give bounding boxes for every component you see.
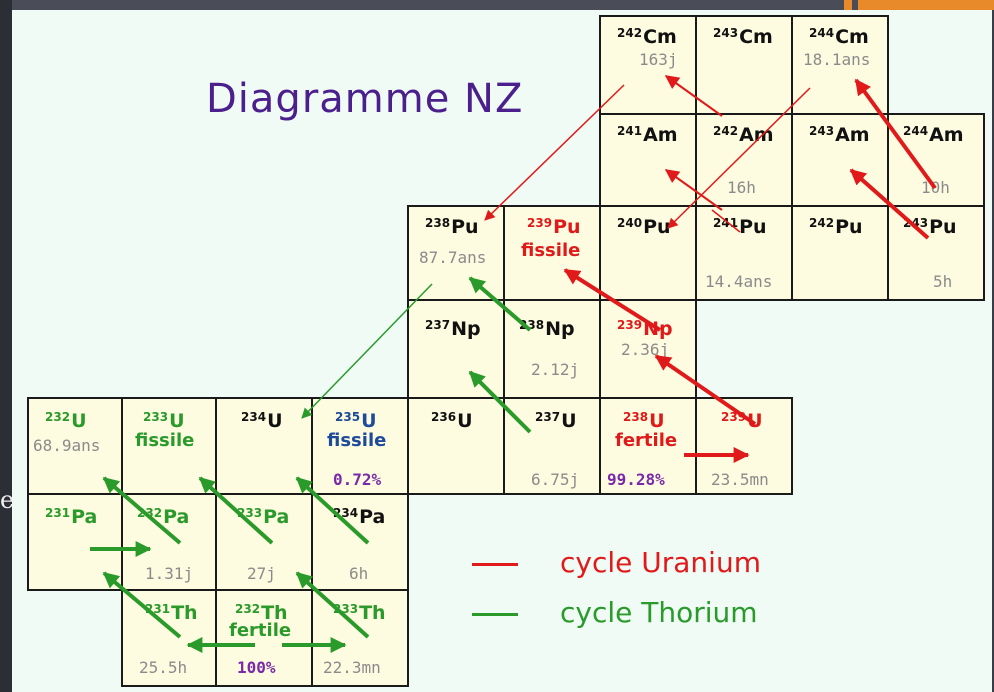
- nuclide-name: 231Pa: [45, 506, 98, 528]
- half-life: 16h: [727, 178, 756, 197]
- arrow-np239-pu239: [563, 268, 662, 332]
- abundance: 100%: [237, 658, 276, 677]
- cell-u238: 238U fertile 99.28%: [599, 397, 697, 495]
- legend-line-thorium: [472, 613, 518, 616]
- nuclide-name: 243Cm: [713, 26, 773, 48]
- half-life: 14.4ans: [705, 272, 773, 291]
- arrow-u239-np239: [654, 354, 757, 426]
- nuclide-name: 237Np: [425, 318, 481, 340]
- half-life: 163j: [639, 50, 678, 69]
- accent-tab-wide: [858, 0, 994, 10]
- nuclide-name: 244Am: [903, 124, 964, 146]
- nuclide-name: 231Th: [145, 602, 198, 624]
- legend-label-uranium: cycle Uranium: [560, 546, 761, 579]
- diagram-title: Diagramme NZ: [206, 76, 524, 122]
- accent-tab: [844, 0, 852, 10]
- arrow-pa233-u233: [198, 476, 274, 545]
- left-edge-bar: [0, 0, 12, 692]
- nuclide-name: 240Pu: [617, 216, 671, 238]
- abundance: 99.28%: [607, 470, 665, 489]
- nuclide-name: 244Cm: [809, 26, 869, 48]
- cell-u239: 239U 23.5mn: [695, 397, 793, 495]
- arrow-am242-cm242: [664, 75, 723, 117]
- nuclide-name: 235U: [335, 410, 377, 432]
- half-life: 6h: [349, 564, 369, 583]
- abundance: 0.72%: [333, 470, 382, 489]
- arrow-pu238-u234: [301, 283, 433, 419]
- nuclide-name: 242Am: [713, 124, 774, 146]
- half-life: 6.75j: [531, 470, 580, 489]
- half-life: 27j: [247, 564, 276, 583]
- cell-th233: 233Th 22.3mn: [311, 589, 409, 687]
- arrow-th233-pa233: [295, 571, 370, 639]
- legend-label-thorium: cycle Thorium: [560, 596, 758, 629]
- arrow-am242-cross: [711, 209, 741, 233]
- legend-line-uranium: [472, 563, 518, 566]
- nuclide-name: 234U: [241, 410, 283, 432]
- cell-pu240: 240Pu: [599, 205, 697, 301]
- cell-cm244: 244Cm 18.1ans: [791, 15, 889, 115]
- arrow-pa232-u232: [102, 476, 182, 545]
- property-label: fertile: [229, 620, 292, 641]
- cell-pa234: 234Pa 6h: [311, 493, 409, 591]
- arrow-np238-pu238: [468, 276, 532, 332]
- cell-pu243: 243Pu 5h: [887, 205, 985, 301]
- arrow-cm242-pu238: [484, 84, 625, 221]
- nuclide-name: 242Pu: [809, 216, 863, 238]
- arrow-pu243-am243: [849, 168, 930, 240]
- cell-am244: 244Am 10h: [887, 113, 985, 207]
- half-life: 2.12j: [531, 360, 580, 379]
- half-life: 25.5h: [139, 658, 188, 677]
- nuclide-name: 243Am: [809, 124, 870, 146]
- half-life: 2.36j: [621, 340, 670, 359]
- arrow-th231-pa231: [102, 571, 182, 639]
- half-life: 87.7ans: [419, 248, 487, 267]
- nuclide-name: 232U: [45, 410, 87, 432]
- edge-clipped-text: e: [0, 488, 12, 512]
- nuclide-name: 237U: [535, 410, 577, 432]
- nuclide-name: 233Th: [333, 602, 386, 624]
- arrow-cm244-pu240: [667, 87, 811, 229]
- nuclide-name: 236U: [431, 410, 473, 432]
- half-life: 23.5mn: [711, 470, 769, 489]
- window-top-bar: [0, 0, 994, 10]
- property-label: fissile: [521, 240, 581, 261]
- nuclide-name: 238U: [623, 410, 665, 432]
- cell-am241: 241Am: [599, 113, 697, 207]
- nuclide-name: 239Pu: [527, 216, 581, 238]
- nuclide-name: 242Cm: [617, 26, 677, 48]
- half-life: 1.31j: [145, 564, 194, 583]
- arrow-pu241-am241: [664, 169, 723, 211]
- cell-pu242: 242Pu: [791, 205, 889, 301]
- property-label: fertile: [615, 430, 678, 451]
- nuclide-name: 233U: [143, 410, 185, 432]
- half-life: 5h: [933, 272, 953, 291]
- cell-u237: 237U 6.75j: [503, 397, 601, 495]
- cell-np239: 239Np 2.36j: [599, 299, 697, 399]
- half-life: 68.9ans: [33, 436, 101, 455]
- cell-np238: 238Np 2.12j: [503, 299, 601, 399]
- nuclide-name: 241Am: [617, 124, 678, 146]
- arrow-am244-cm244: [854, 78, 937, 190]
- half-life: 22.3mn: [323, 658, 381, 677]
- cell-am242: 242Am 16h: [695, 113, 793, 207]
- property-label: fissile: [327, 430, 387, 451]
- arrow-pa234-u234: [295, 476, 370, 545]
- property-label: fissile: [135, 430, 195, 451]
- nuclide-name: 238Pu: [425, 216, 479, 238]
- cell-u235: 235U fissile 0.72%: [311, 397, 409, 495]
- nuclide-name: 232Th: [235, 602, 288, 624]
- half-life: 18.1ans: [803, 50, 871, 69]
- arrow-u237-np237: [468, 370, 532, 434]
